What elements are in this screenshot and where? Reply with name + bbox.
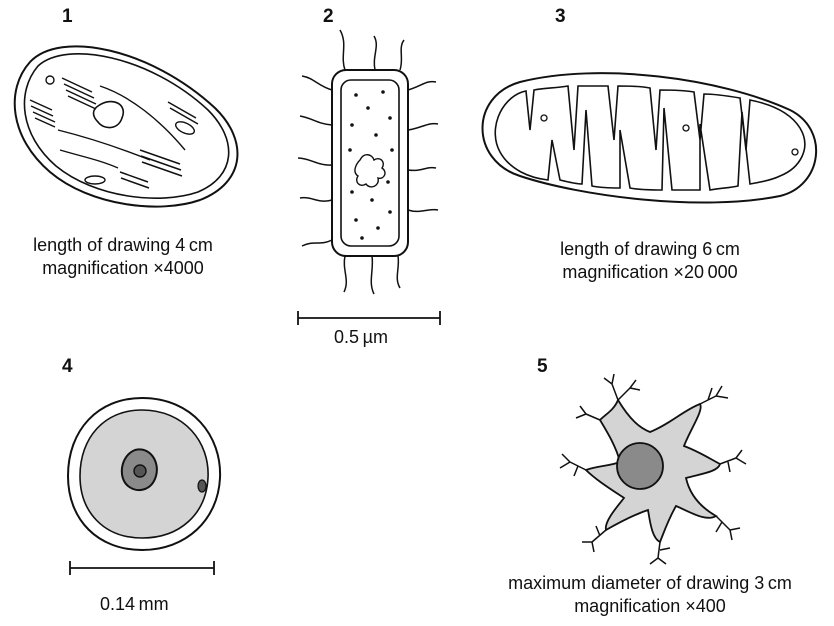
figure-3-magnification: magnification ×20 000 (520, 261, 780, 284)
nucleoid (355, 155, 385, 187)
figure-4-scale-label: 0.14 mm (100, 594, 169, 615)
figure-5-magnification: magnification ×400 (470, 595, 830, 618)
stroma-lamella (100, 86, 185, 150)
chloroplast-outer-membrane (15, 46, 238, 206)
figure-1-magnification: magnification ×4000 (4, 257, 242, 280)
cell-wall (332, 70, 408, 256)
figure-1-length: length of drawing 4 cm (4, 234, 242, 257)
small-organelle (198, 480, 206, 492)
outer-membrane (483, 73, 817, 202)
ribosome-dots (348, 90, 394, 240)
chloroplast-drawing (15, 46, 238, 206)
nucleolus (134, 465, 146, 477)
figure-2-scale-label: 0.5 µm (334, 327, 388, 348)
neuron-drawing (560, 374, 746, 564)
cell-membrane (341, 80, 399, 246)
bacterium-drawing (298, 30, 438, 294)
figure-1-caption: length of drawing 4 cm magnification ×40… (4, 234, 242, 281)
mitochondrion-drawing (483, 73, 817, 202)
figure-5-diameter: maximum diameter of drawing 3 cm (470, 572, 830, 595)
grana-stacks (30, 78, 198, 188)
inner-membrane-cristae (495, 86, 805, 190)
figure-5-caption: maximum diameter of drawing 3 cm magnifi… (470, 572, 830, 619)
starch-grain (94, 102, 124, 128)
scale-bar-4 (70, 561, 214, 575)
round-cell-drawing (68, 398, 220, 550)
scale-bar-2 (298, 311, 440, 325)
figure-3-caption: length of drawing 6 cm magnification ×20… (520, 238, 780, 285)
figure-3-length: length of drawing 6 cm (520, 238, 780, 261)
neuron-nucleus (617, 443, 663, 489)
